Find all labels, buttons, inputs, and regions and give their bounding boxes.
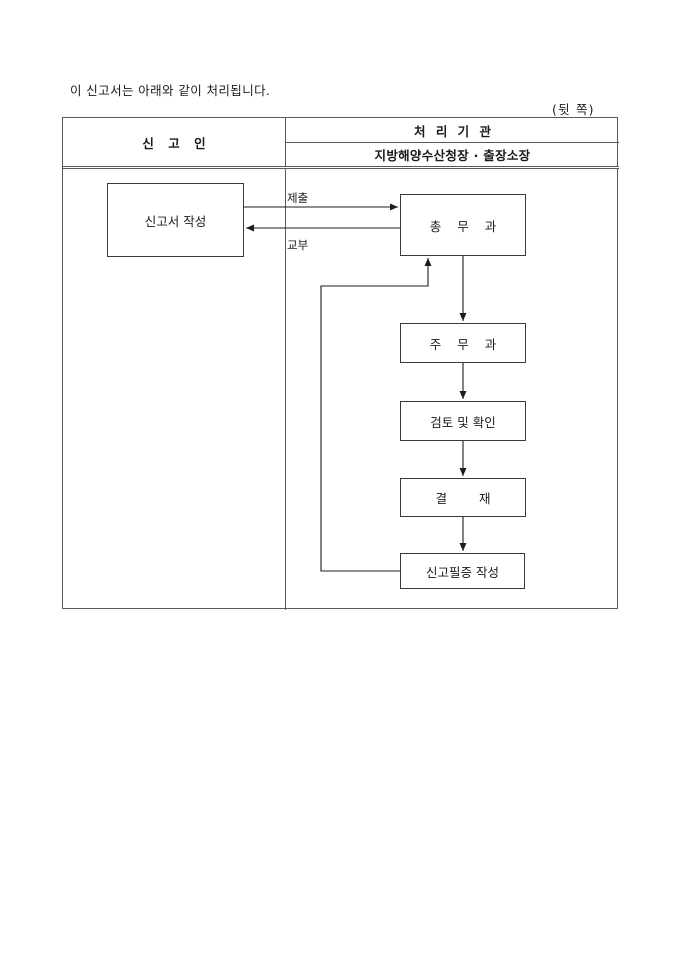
intro-text: 이 신고서는 아래와 같이 처리됩니다. xyxy=(70,83,271,98)
right-header-split-rule xyxy=(285,142,619,143)
flow-node-review-confirm[interactable]: 검토 및 확인 xyxy=(400,401,526,441)
process-table: 신 고 인 처 리 기 관 지방해양수산청장 · 출장소장 xyxy=(62,117,619,610)
edge-label-issue: 교부 xyxy=(287,238,309,252)
flow-node-general-affairs[interactable]: 총 무 과 xyxy=(400,194,526,256)
flow-node-responsible-dept[interactable]: 주 무 과 xyxy=(400,323,526,363)
backside-marker: (뒷 쪽) xyxy=(552,102,595,117)
header-bottom-rule xyxy=(63,166,619,169)
column-divider xyxy=(285,118,286,610)
flow-node-report[interactable]: 신고서 작성 xyxy=(107,183,244,257)
edge-label-submit: 제출 xyxy=(287,191,309,205)
table-header-applicant: 신 고 인 xyxy=(142,135,211,151)
table-header-agency: 처 리 기 관 xyxy=(413,123,495,139)
flow-node-certificate[interactable]: 신고필증 작성 xyxy=(400,553,525,589)
table-header-agency-office: 지방해양수산청장 · 출장소장 xyxy=(374,148,531,163)
flow-node-approval[interactable]: 결 재 xyxy=(400,478,526,517)
